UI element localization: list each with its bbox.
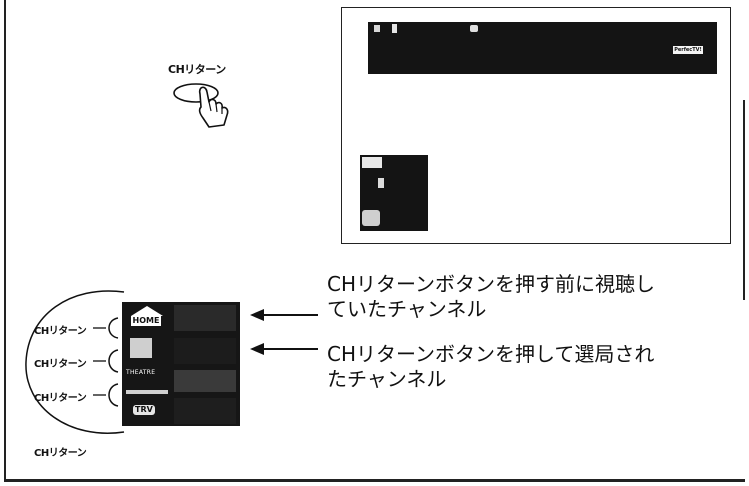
genre-icon <box>470 25 478 32</box>
callout-selected-channel-line2: たチャンネル <box>327 367 447 391</box>
ch-return-label: CHリターン <box>34 326 87 337</box>
channel-cell <box>174 398 236 424</box>
channel-icon <box>374 25 380 32</box>
tv-info-bar <box>368 22 717 74</box>
ch-return-label: CHリターン <box>34 448 87 459</box>
broadcaster-logo: PerfecTV! <box>673 46 703 54</box>
margin-rule <box>743 100 745 300</box>
home-icon <box>362 157 382 168</box>
home-icon <box>131 306 163 316</box>
ch-return-button-label: CHリターン <box>168 63 226 76</box>
channel-cell <box>174 338 236 364</box>
trv-channel-label: TRV <box>133 405 155 415</box>
channel-cell <box>126 390 168 394</box>
arrow-left-icon <box>250 309 318 321</box>
trv-icon <box>362 210 380 226</box>
channel-cell <box>130 338 152 358</box>
arrow-left-icon <box>250 343 318 355</box>
program-icon <box>392 24 397 33</box>
callout-previous-channel-line2: ていたチャンネル <box>327 297 487 321</box>
channel-icon <box>378 178 384 188</box>
callout-selected-channel-line1: CHリターンボタンを押して選局され <box>327 342 655 366</box>
channel-cell <box>174 305 236 331</box>
ch-return-label: CHリターン <box>34 359 87 370</box>
ch-return-label: CHリターン <box>34 393 87 404</box>
page-frame <box>4 0 745 482</box>
theatre-channel-label: THEATRE <box>126 369 156 376</box>
callout-previous-channel-line1: CHリターンボタンを押す前に視聴し <box>327 272 656 296</box>
home-channel-label: HOME <box>131 316 161 326</box>
hand-pressing-icon <box>173 83 229 128</box>
channel-cell <box>174 370 236 392</box>
